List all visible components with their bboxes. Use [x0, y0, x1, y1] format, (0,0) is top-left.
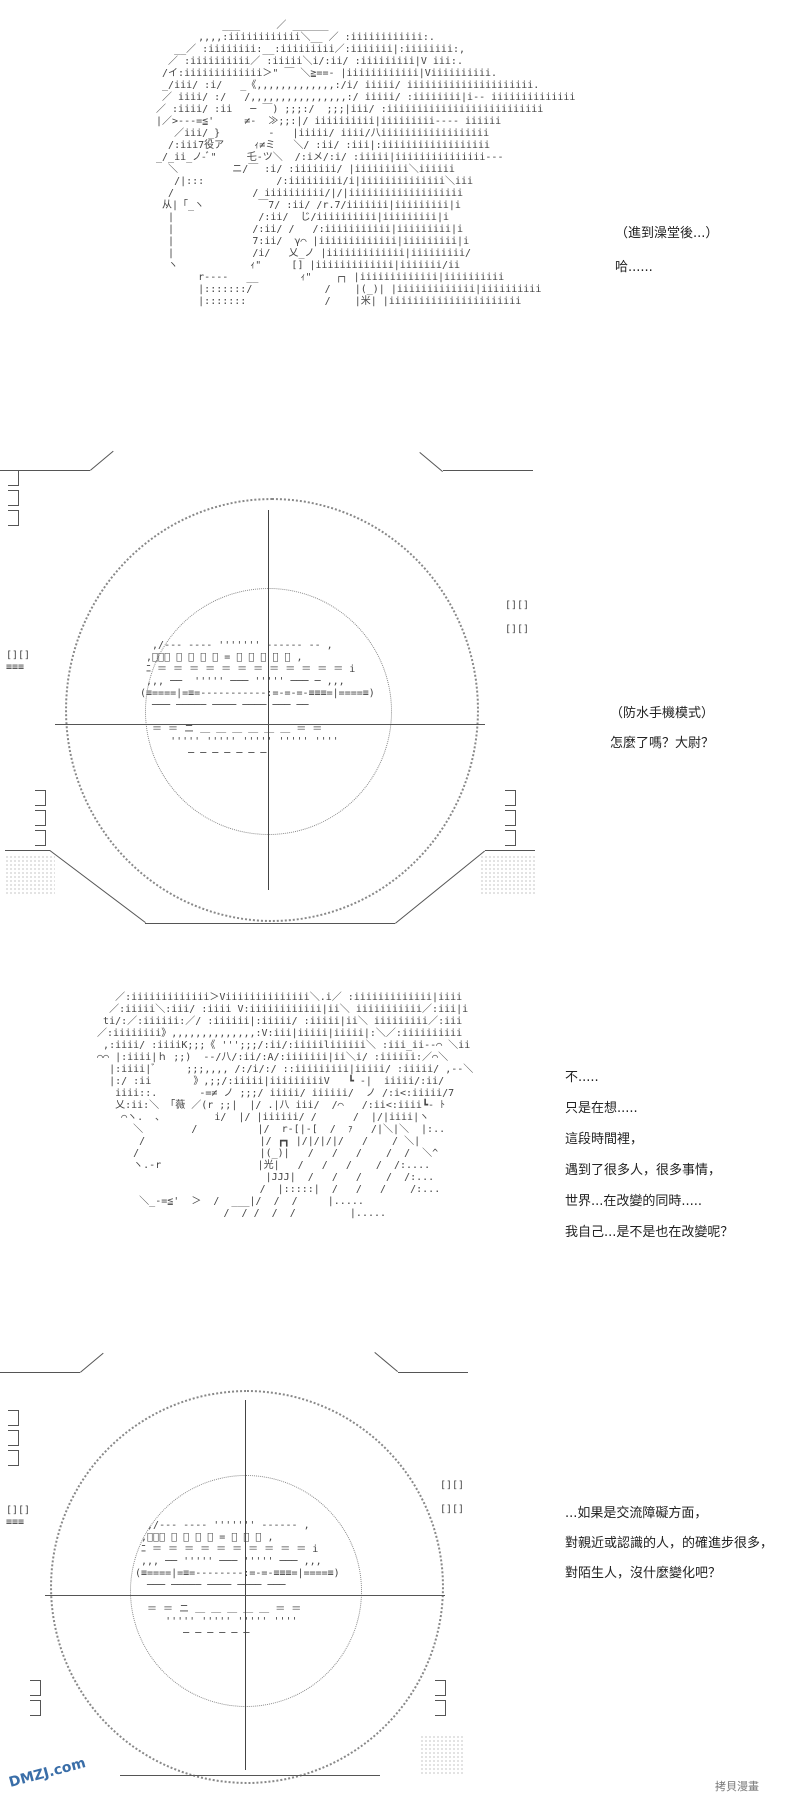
- crosshair-horizontal: [45, 1595, 445, 1596]
- caption-line: 怎麼了嗎？大尉？: [610, 736, 715, 751]
- dotted-panel: [480, 855, 535, 895]
- panel-4: ,/--- ---- ''''''' ------ , ,ﾞ＝＝ ＝ ＝ ＝ ＝…: [0, 1380, 800, 1797]
- caption-line: 對親近或認識的人，的確進步很多，: [565, 1536, 774, 1551]
- frame-line: [5, 850, 50, 851]
- hud-bracket: [505, 790, 516, 806]
- dotted-outer-circle: [65, 498, 479, 922]
- ascii-art-sphere: ,/--- ---- ''''''' ------ , ,ﾞ＝＝ ＝ ＝ ＝ ＝…: [135, 1520, 340, 1639]
- caption-line: 哈......: [615, 260, 653, 275]
- hud-readout: [][] ≡≡≡: [6, 650, 31, 673]
- hud-bracket: [30, 1700, 41, 1716]
- panel-3: ／:iiiiiiiiiiiii＞Viiiiiiiiiiiiii＼.i／ :iii…: [0, 960, 800, 1380]
- dotted-outer-circle: [50, 1390, 444, 1784]
- panel-1: ___ ／ ______ ,,,,:iiiiiiiiiiii＼__ ／ :iii…: [0, 0, 800, 473]
- caption-line: 不.....: [565, 1070, 599, 1085]
- crosshair-vertical: [245, 1400, 246, 1770]
- hud-bracket: [505, 830, 516, 846]
- crosshair-vertical: [268, 510, 269, 890]
- hud-bracket: [435, 1680, 446, 1696]
- hud-bracket: [8, 470, 19, 486]
- hud-bracket: [8, 1430, 19, 1446]
- caption-line: 我自己...是不是也在改變呢？: [565, 1225, 734, 1240]
- caption-line: ...如果是交流障礙方面，: [565, 1506, 708, 1521]
- caption-line: （進到澡堂後...）: [615, 226, 719, 241]
- hud-bracket: [35, 810, 46, 826]
- caption-line: 世界...在改變的同時.....: [565, 1194, 703, 1209]
- crosshair-horizontal: [55, 724, 485, 725]
- caption-line: 遇到了很多人，很多事情，: [565, 1163, 722, 1178]
- frame-line: [0, 1372, 80, 1373]
- frame-line: [80, 1352, 104, 1373]
- caption-line: 只是在想.....: [565, 1101, 638, 1116]
- hud-bracket: [505, 810, 516, 826]
- hud-readout: [][] [][]: [440, 1480, 465, 1515]
- hud-bracket: [8, 1410, 19, 1426]
- frame-line: [0, 470, 90, 471]
- dotted-panel: [5, 855, 55, 895]
- dotted-inner-sphere: [130, 1475, 362, 1707]
- caption-line: （防水手機模式）: [610, 706, 715, 721]
- hud-bracket: [35, 830, 46, 846]
- panel-2: ,/--- ---- ''''''' ------ -- , ,ﾞ＝＝ ＝ ＝ …: [0, 470, 800, 960]
- dotted-panel: [420, 1735, 465, 1775]
- hud-bracket: [435, 1700, 446, 1716]
- caption-line: 對陌生人，沒什麼變化吧？: [565, 1566, 722, 1581]
- hud-bracket: [35, 790, 46, 806]
- frame-line: [120, 1775, 380, 1776]
- caption-line: 這段時間裡，: [565, 1132, 644, 1147]
- hud-readout: [][] [][]: [505, 600, 530, 635]
- hud-readout: [][] ≡≡≡: [6, 1505, 31, 1528]
- frame-line: [485, 850, 535, 851]
- frame-line: [443, 470, 533, 471]
- hud-bracket: [30, 1680, 41, 1696]
- ascii-art-character-hair: ___ ／ ______ ,,,,:iiiiiiiiiiii＼__ ／ :iii…: [156, 20, 576, 307]
- frame-line: [398, 1372, 468, 1373]
- ascii-art-sphere: ,/--- ---- ''''''' ------ -- , ,ﾞ＝＝ ＝ ＝ …: [140, 640, 375, 759]
- ascii-art-character-face: ／:iiiiiiiiiiiii＞Viiiiiiiiiiiiii＼.i／ :iii…: [97, 992, 474, 1219]
- hud-bracket: [8, 510, 19, 526]
- frame-line: [374, 1352, 398, 1373]
- frame-line: [90, 450, 114, 471]
- frame-line: [145, 923, 395, 924]
- watermark-logo-left: DMZJ.com: [7, 1755, 88, 1791]
- hud-bracket: [8, 1450, 19, 1466]
- hud-bracket: [8, 490, 19, 506]
- watermark-right: 拷貝漫畫: [715, 1780, 759, 1793]
